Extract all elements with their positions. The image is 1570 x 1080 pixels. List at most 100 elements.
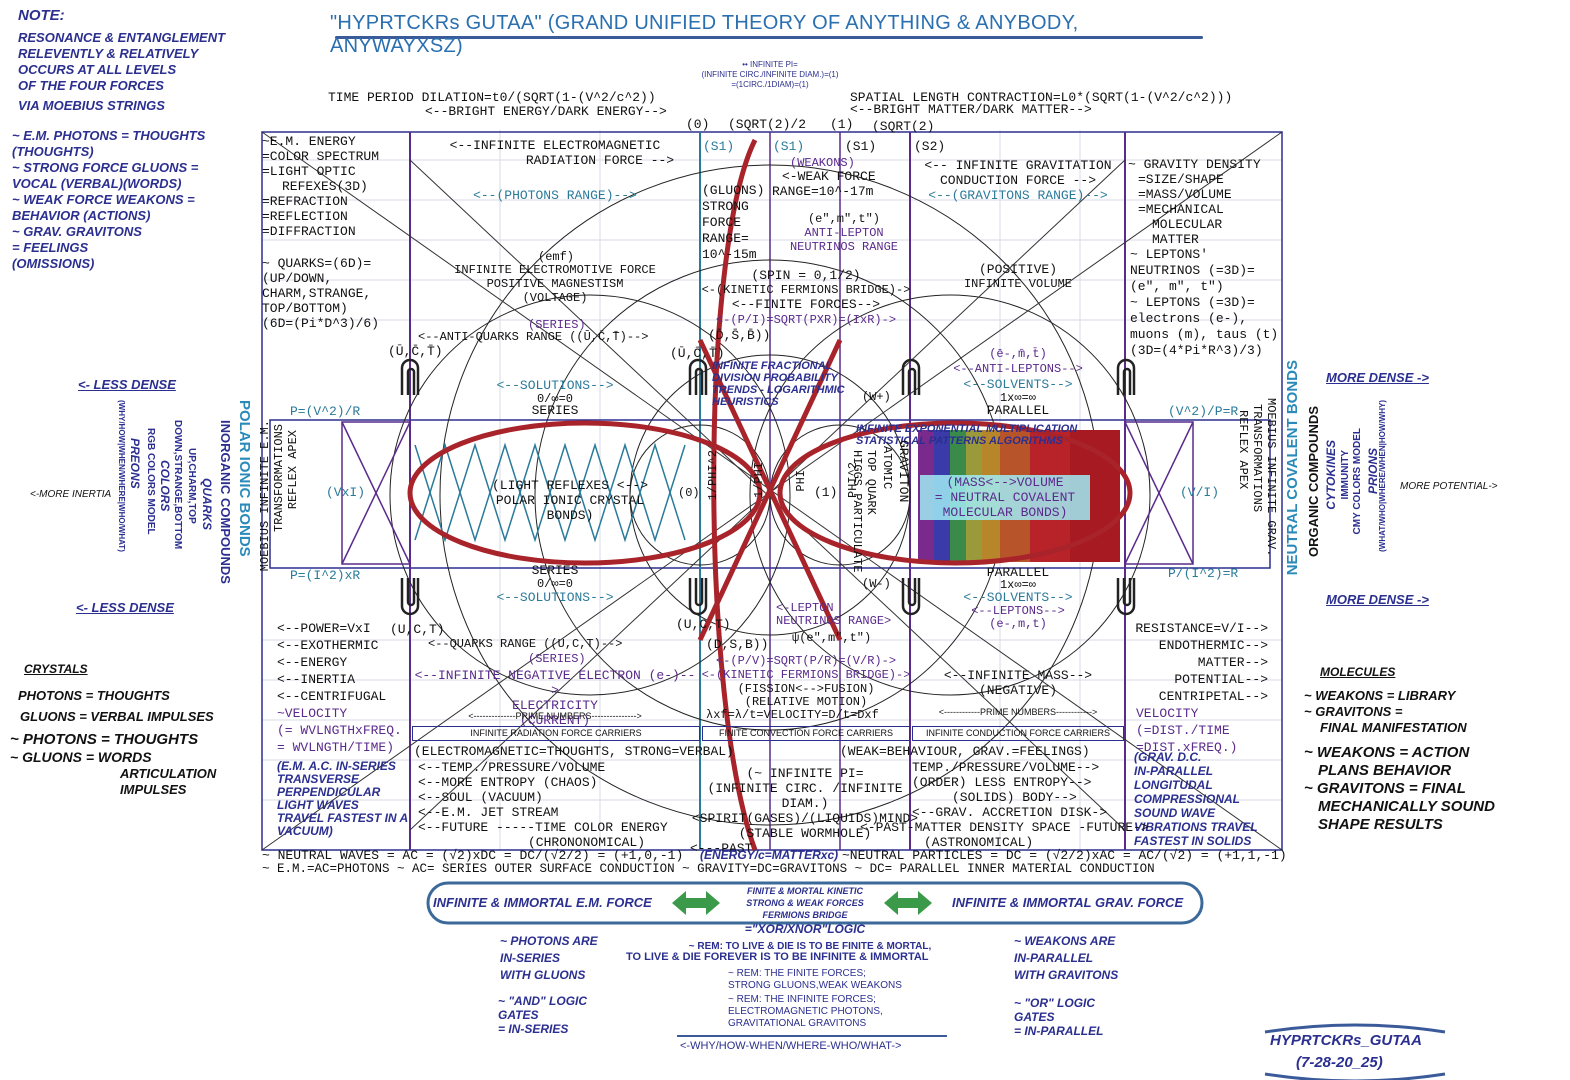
gravity-density-block: ~ GRAVITY DENSITY =SIZE/SHAPE =MASS/VOLU… [1128, 157, 1261, 247]
light-reflexes-line: POLAR IONIC CRYSTAL [495, 493, 645, 508]
photons-are-block: ~ PHOTONS ARE IN-SERIES WITH GLUONS [500, 933, 598, 984]
moebius-u-icon [903, 368, 919, 395]
one-inf-low: 1x∞=∞ [999, 578, 1036, 592]
gluons-block: (GLUONS) STRONG FORCE RANGE= 10^-15m [702, 183, 764, 263]
or-logic-line: ~ "OR" LOGIC [1014, 996, 1096, 1010]
series-mid: SERIES [531, 403, 579, 418]
negative-line: (NEGATIVE) [978, 683, 1057, 698]
neutral-particles: ~NEUTRAL PARTICLES = DC = (√2/2)xAC = AC… [842, 848, 1287, 863]
rgb-vertical: RGB COLORS MODEL [145, 428, 156, 535]
photons-are-line: IN-SERIES [500, 951, 561, 965]
left-chain-line: <--TEMP./PRESSURE/VOLUME [418, 760, 606, 775]
quarks-line: (UP/DOWN, [262, 271, 333, 286]
note-force-line: ~ E.M. PHOTONS = THOUGHTS [12, 128, 206, 143]
less-dense-top: <- LESS DENSE [78, 377, 176, 392]
quarks-line: ~ QUARKS=(6D)= [262, 256, 372, 271]
mass-volume-line: (MASS<-->VOLUME [946, 475, 1064, 490]
s1-label-c: (S1) [845, 139, 877, 154]
em-energy-line: REFEXES(3D) [282, 179, 368, 194]
pi-equation: <-(P/I)=SQRT(PXR)=(IxR)-> [715, 313, 897, 327]
center-chain-line: (INFINITE CIRC. /INFINITE DIAM.) [707, 781, 903, 811]
or-logic-block: ~ "OR" LOGIC GATES = IN-PARALLEL [1014, 996, 1103, 1038]
left-force-label: INFINITE & IMMORTAL E.M. FORCE [433, 895, 652, 910]
left-lower-line: <--INERTIA [277, 672, 356, 687]
preons-vertical: PREONS [128, 438, 142, 489]
quarks-line: CHARM,STRANGE, [262, 286, 372, 301]
gravity-line: =SIZE/SHAPE [1138, 172, 1224, 187]
carriers-right: INFINITE CONDUCTION FORCE CARRIERS [912, 726, 1124, 741]
solutions-top: <--SOLUTIONS--> [496, 378, 614, 393]
mid-forces-line: STRONG & WEAK FORCES [746, 898, 864, 908]
right-lower-line: VELOCITY [1136, 706, 1199, 721]
em-energy-line: =DIFFRACTION [262, 224, 356, 239]
atomic-label: ATOMIC [880, 446, 894, 490]
crystals-photons-big: ~ PHOTONS = THOUGHTS [10, 731, 199, 748]
light-reflexes-block: (LIGHT REFLEXES <--> POLAR IONIC CRYSTAL… [470, 478, 670, 523]
left-chain-line: <--E.M. JET STREAM [418, 805, 559, 820]
right-chain: TEMP./PRESSURE/VOLUME--> (ORDER) LESS EN… [860, 760, 1149, 850]
right-lower-line: (=DIST./TIME [1136, 723, 1230, 738]
transformations-right: TRANSFORMATIONS [1250, 404, 1264, 513]
center-chain-line: (~ INFINITE PI= [746, 766, 864, 781]
solutions-low: <--SOLUTIONS--> [496, 590, 614, 605]
note-forces: ~ E.M. PHOTONS = THOUGHTS (THOUGHTS) ~ S… [12, 128, 205, 272]
left-chain-line: (CHRONONOMICAL) [528, 835, 646, 850]
marker-sqrt2-2: (SQRT(2)/2 [728, 117, 807, 132]
and-logic-line: = IN-SERIES [498, 1022, 569, 1036]
em-ac-line: TRAVEL FASTEST IN A [277, 811, 409, 825]
organic-vertical: ORGANIC COMPOUNDS [1306, 406, 1321, 557]
phi-label: 1/PHI^2 [706, 450, 720, 501]
infinite-pi-line: =(1CIRC./1DIAM)=(1) [731, 80, 809, 89]
em-radiation-force: <--INFINITE ELECTROMAGNETIC RADIATION FO… [412, 138, 698, 168]
double-arrow-icon [884, 891, 932, 915]
right-lower-line: RESISTANCE=V/I--> [1135, 621, 1268, 636]
molecules-mech: MECHANICALLY SOUND [1318, 798, 1495, 815]
weakons-are-line: ~ WEAKONS ARE [1014, 934, 1116, 948]
more-dense-top: MORE DENSE -> [1326, 370, 1429, 385]
gluons-line: (GLUONS) [702, 183, 765, 198]
emf-label: (emf) [538, 250, 575, 264]
rem-finite-line: STRONG GLUONS,WEAK WEAKONS [728, 980, 902, 991]
uct-mid-low: (U,C,T) [676, 617, 731, 632]
em-ac-line: VACUUM) [277, 824, 333, 838]
note-line: RELEVENTLY & RELATIVELY [18, 46, 199, 61]
parallel-top: PARALLEL [986, 403, 1050, 418]
center-chain-line: <---PAST [690, 841, 753, 856]
note-line: VIA MOEBIUS STRINGS [18, 98, 165, 113]
zero-mark: (0) [678, 486, 700, 500]
molecules-plans: PLANS BEHAVIOR [1318, 762, 1452, 779]
more-inertia: <-MORE INERTIA [30, 489, 112, 500]
p-v2-r: P=(V^2)/R [290, 404, 361, 419]
carriers-left: INFINITE RADIATION FORCE CARRIERS [412, 726, 700, 741]
mid-forces-line: FINITE & MORTAL KINETIC [747, 886, 863, 896]
quarks-block: ~ QUARKS=(6D)= (UP/DOWN, CHARM,STRANGE, … [262, 256, 379, 331]
crystals-gluons-big: ~ GLUONS = WORDS [10, 749, 152, 765]
mass-volume-line: = NEUTRAL COVALENT [934, 490, 1076, 505]
dsb-top: (D̄,S̄,B̄)) [708, 328, 771, 343]
e-m-t-top: (ē-,m̄,t̄) [989, 347, 1047, 361]
left-chain-line: <--MORE ENTROPY (CHAOS) [418, 775, 598, 790]
em-ac-line: TRANSVERSE [277, 772, 360, 786]
rem-finite-line: ~ REM: THE FINITE FORCES; [728, 968, 866, 979]
s2-label: (S2) [914, 139, 946, 154]
anti-lepton-line: ANTI-LEPTON [804, 226, 884, 240]
anti-leptons: <--ANTI-LEPTONS--> [953, 362, 1083, 376]
v-i-label: (V/I) [1180, 485, 1220, 500]
molecules-final: FINAL MANIFESTATION [1320, 720, 1467, 735]
solvents-top: <--SOLVENTS--> [963, 377, 1073, 392]
right-chain-line: (SOLIDS) BODY--> [952, 790, 1077, 805]
graviton-label: GRAVITON [896, 440, 911, 502]
em-ac-line: LIGHT WAVES [277, 798, 359, 812]
left-lower-line: <--ENERGY [277, 655, 348, 670]
w-plus: (W+) [862, 390, 891, 404]
left-chain: <--TEMP./PRESSURE/VOLUME <--MORE ENTROPY… [418, 760, 668, 850]
inf-mass: <--INFINITE MASS--> (NEGATIVE) [912, 668, 1124, 698]
gravity-line: =MASS/VOLUME [1138, 187, 1232, 202]
left-chain-line: <--FUTURE -----TIME COLOR ENERGY [418, 820, 668, 835]
kinetic-bridge-low: <-(KINETIC FERMIONS BRIDGE)-> [701, 668, 911, 682]
note-lines: RESONANCE & ENTANGLEMENT RELEVENTLY & RE… [18, 30, 225, 114]
molecules-shape: SHAPE RESULTS [1318, 816, 1443, 833]
phi-label: PHI [794, 470, 808, 492]
exponential-line: STATISTICAL PATTERNS ALGORITHMS [856, 435, 1063, 447]
gravity-line: ~ GRAVITY DENSITY [1128, 157, 1261, 172]
